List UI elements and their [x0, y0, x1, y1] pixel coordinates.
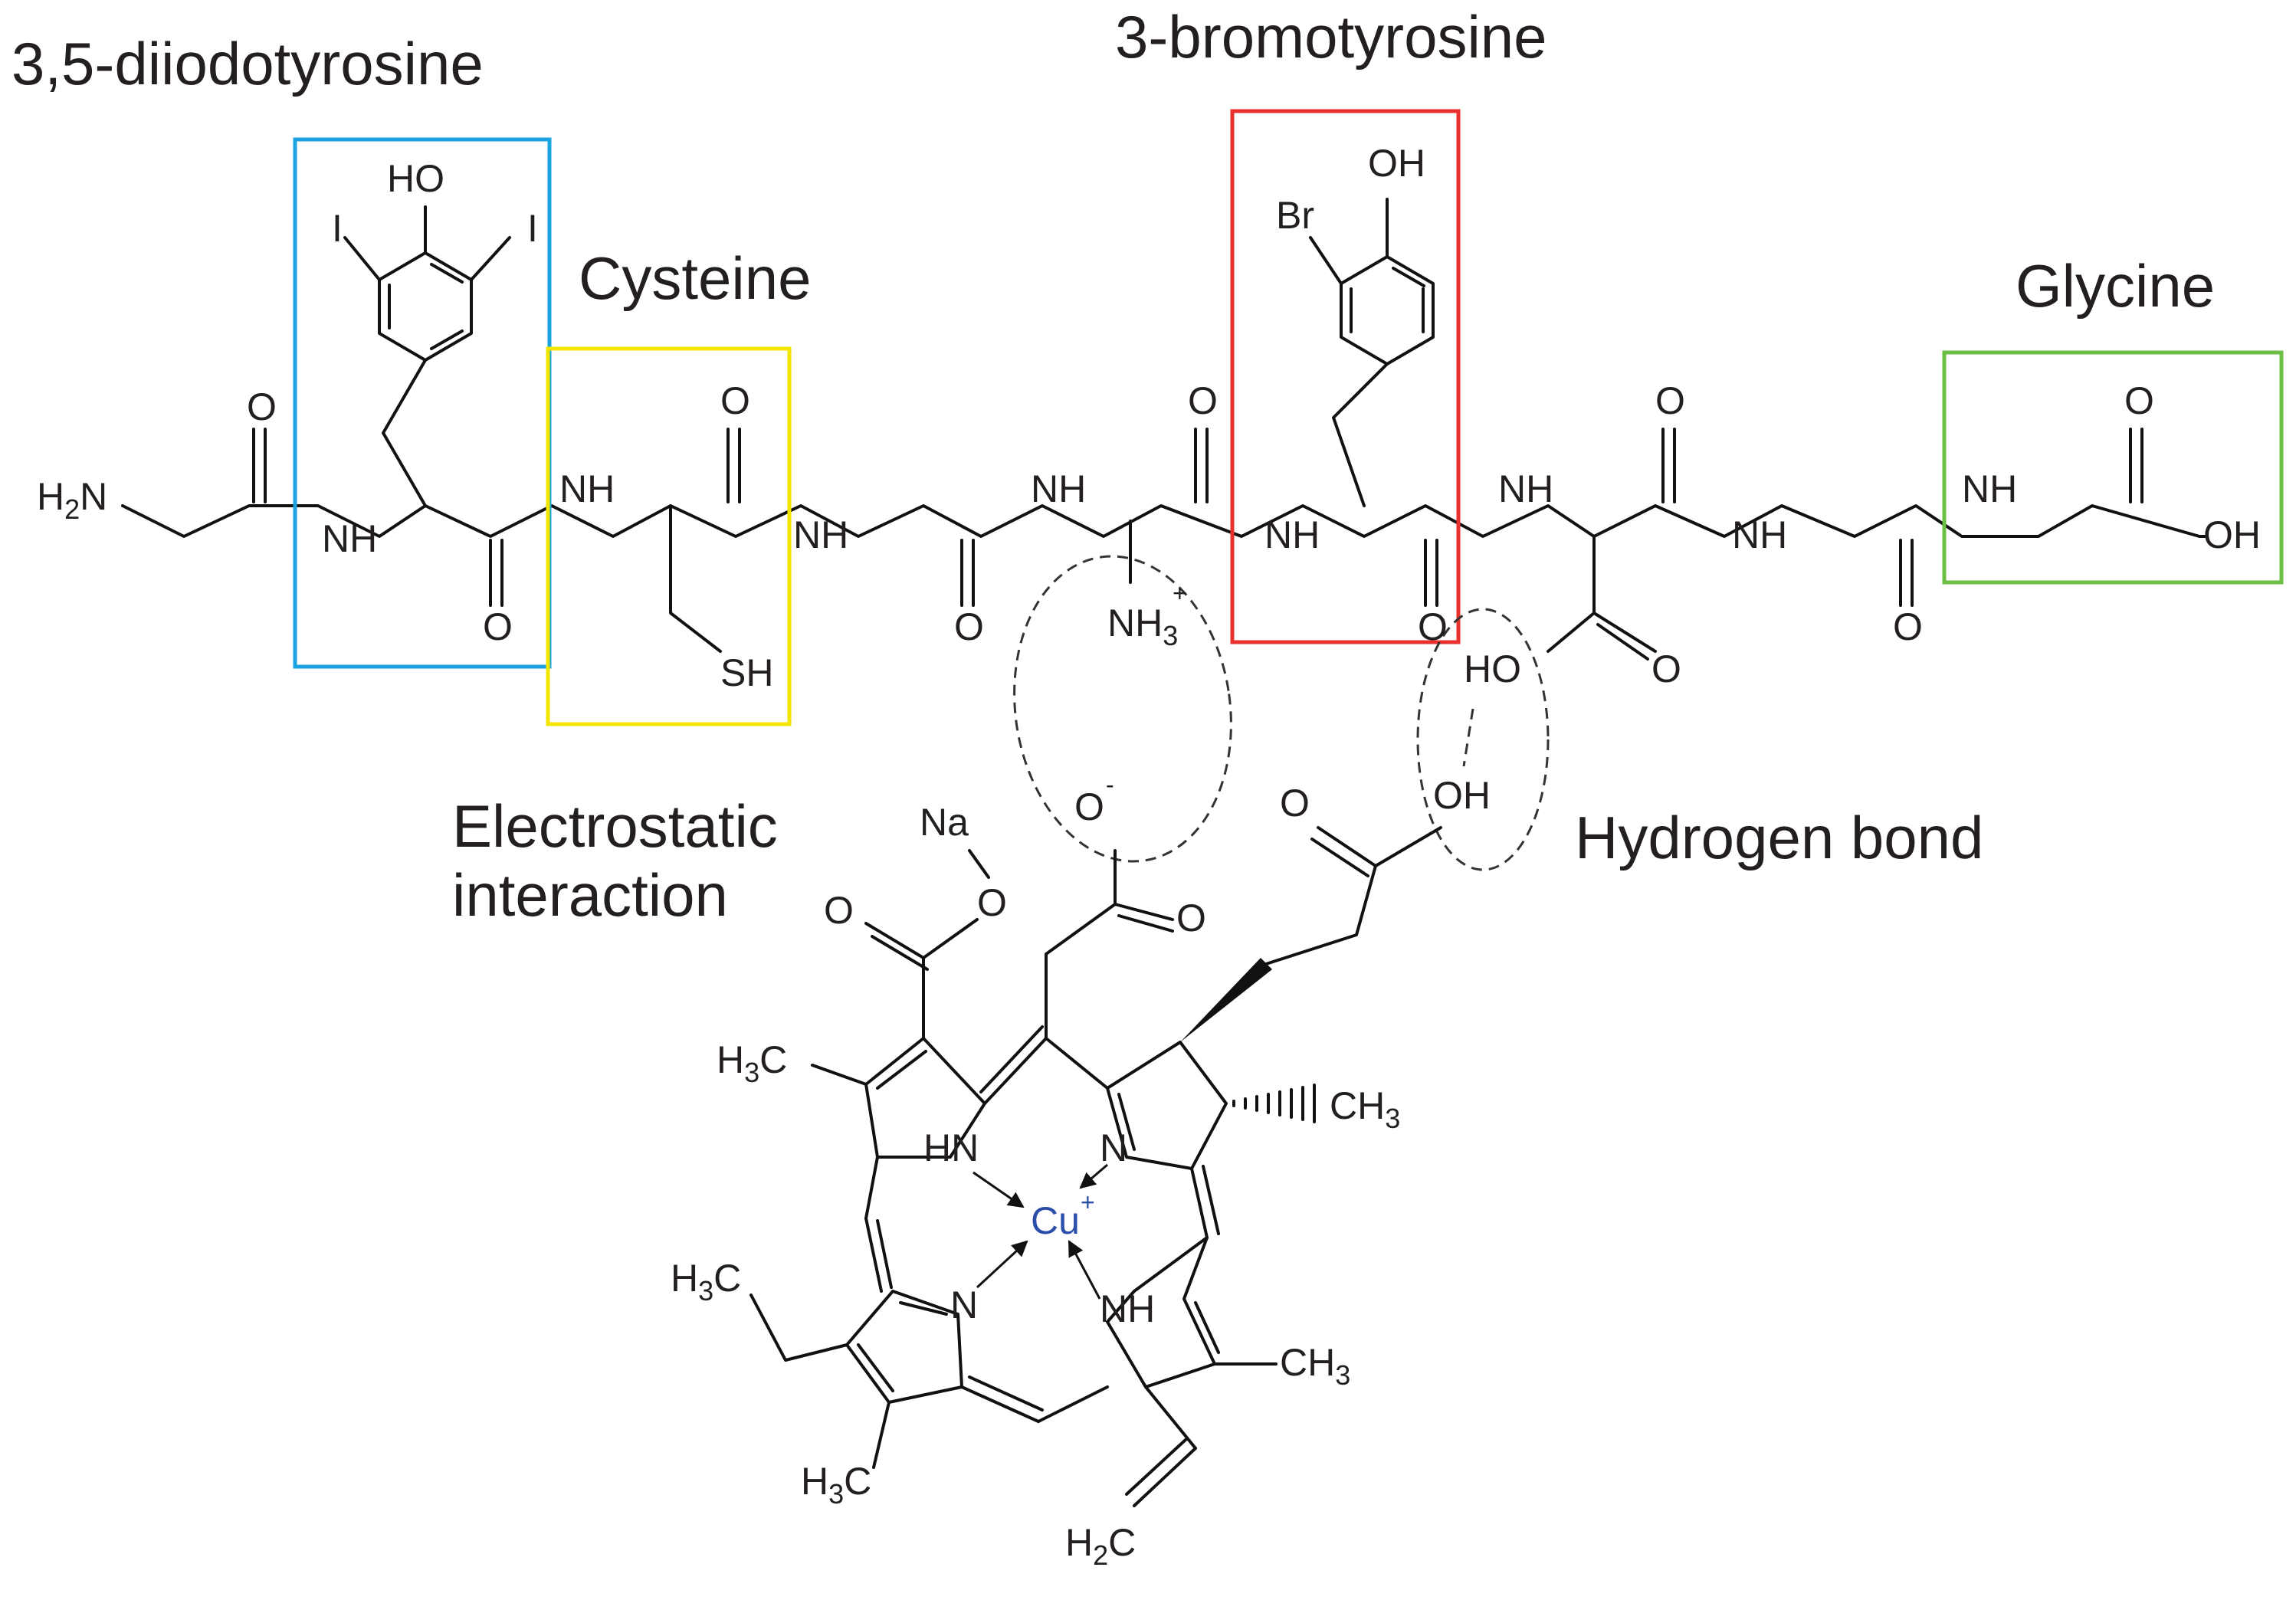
carbonyl-o-3: O [720, 379, 750, 422]
bromotyrosine-label: 3-bromotyrosine [1115, 3, 1547, 70]
iodine-right: I [527, 207, 538, 250]
nh-7: NH [1732, 513, 1787, 556]
copper-ion: Cu [1031, 1199, 1080, 1242]
glycine-box [1942, 350, 2284, 585]
cysteine-label: Cysteine [579, 244, 811, 312]
carbonyl-o-5: O [1188, 379, 1218, 422]
bromine-label: Br [1276, 194, 1314, 237]
wedge-bond [1180, 958, 1272, 1042]
nh-3: NH [793, 513, 848, 556]
carboxylate-o: O [1074, 785, 1104, 828]
pyrrole-nh-bottom: NH [1100, 1287, 1155, 1330]
side-carboxyl-ho: HO [1464, 648, 1521, 690]
nh-5: NH [1264, 513, 1320, 556]
carbonyl-o-7: O [1655, 379, 1685, 422]
peptide-backbone [121, 504, 2201, 538]
carbonyl-o-4: O [954, 605, 984, 648]
cysteine-sidechain [669, 504, 722, 653]
carbonyl-o-9: O [2124, 379, 2154, 422]
hydrogen-bond-line [1462, 708, 1474, 767]
pyrrole-hn: HN [923, 1126, 979, 1169]
sodium-label: Na [920, 801, 969, 844]
porphyrin-skeleton [845, 1025, 1228, 1423]
methyl-top-right: CH3 [1330, 1084, 1400, 1134]
ammonium-nh3: NH3 [1107, 602, 1178, 651]
iodine-left: I [332, 207, 343, 250]
terminal-oh: OH [2203, 513, 2261, 556]
bromotyrosine-oh: OH [1368, 142, 1425, 185]
bromotyrosine-box [1230, 109, 1461, 644]
side-carbonyl-o: O [1651, 648, 1681, 690]
carbonyl-o-6: O [1418, 605, 1448, 648]
nh-1: NH [322, 517, 377, 560]
nh-6: NH [1498, 467, 1553, 510]
acid-oh: OH [1433, 774, 1491, 817]
bromotyrosine-sidechain [1309, 198, 1435, 507]
thiol-sh: SH [720, 651, 773, 694]
methyl-right: CH3 [1280, 1341, 1350, 1391]
pyrrole-n-left: N [950, 1284, 978, 1326]
carboxyl-sidechain [1547, 535, 1657, 661]
carboxylate-o2: O [1176, 897, 1206, 939]
nh-2: NH [559, 467, 615, 510]
methyl-bottom-left: H3C [801, 1460, 871, 1510]
ammonium-charge: + [1173, 579, 1187, 607]
hydrogen-bond-ellipse [1416, 608, 1550, 871]
electrostatic-ellipse [1013, 555, 1232, 863]
methyl-top-left: H3C [717, 1038, 787, 1088]
diiodotyrosine-sidechain [343, 205, 511, 507]
nh-4: NH [1031, 467, 1086, 510]
coordination-arrows [973, 1163, 1108, 1300]
vinyl-h2c: H2C [1065, 1521, 1136, 1571]
hydrogen-bond-label: Hydrogen bond [1575, 804, 1983, 871]
carbonyl-o-1: O [247, 385, 277, 428]
ester-o: O [977, 881, 1007, 924]
carboxylate-charge: - [1106, 771, 1114, 798]
cysteine-box [546, 346, 792, 726]
acid-carbonyl-o: O [1280, 782, 1310, 825]
glycine-label: Glycine [2016, 252, 2215, 320]
ester-carbonyl-o: O [824, 889, 854, 932]
carbonyl-o-8: O [1893, 605, 1923, 648]
porphyrin-substituents [749, 826, 1442, 1507]
electrostatic-label-line2: interaction [452, 861, 728, 929]
ethyl-h3c: H3C [671, 1257, 741, 1307]
diiodotyrosine-label: 3,5-diiodotyrosine [11, 30, 484, 97]
pyrrole-n-top: N [1100, 1126, 1127, 1169]
copper-charge: + [1081, 1189, 1095, 1216]
carbonyl-bonds [252, 428, 2143, 607]
amine-h2n: H2N [37, 475, 107, 525]
nh-8: NH [1962, 467, 2017, 510]
hashed-bond [1232, 1084, 1316, 1123]
carbonyl-o-2: O [483, 605, 513, 648]
diiodotyrosine-ho: HO [387, 157, 444, 200]
electrostatic-label-line1: Electrostatic [452, 792, 778, 860]
